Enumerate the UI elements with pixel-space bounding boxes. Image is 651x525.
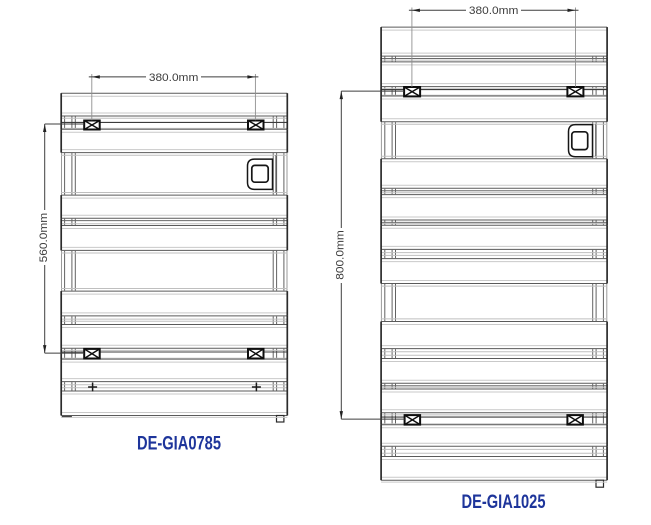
svg-text:560.0mm: 560.0mm (38, 213, 50, 263)
svg-text:380.0mm: 380.0mm (469, 5, 519, 17)
svg-text:800.0mm: 800.0mm (335, 230, 347, 280)
svg-text:DE-GIA1025: DE-GIA1025 (462, 492, 546, 513)
svg-text:DE-GIA0785: DE-GIA0785 (137, 433, 221, 454)
svg-text:380.0mm: 380.0mm (149, 72, 199, 84)
